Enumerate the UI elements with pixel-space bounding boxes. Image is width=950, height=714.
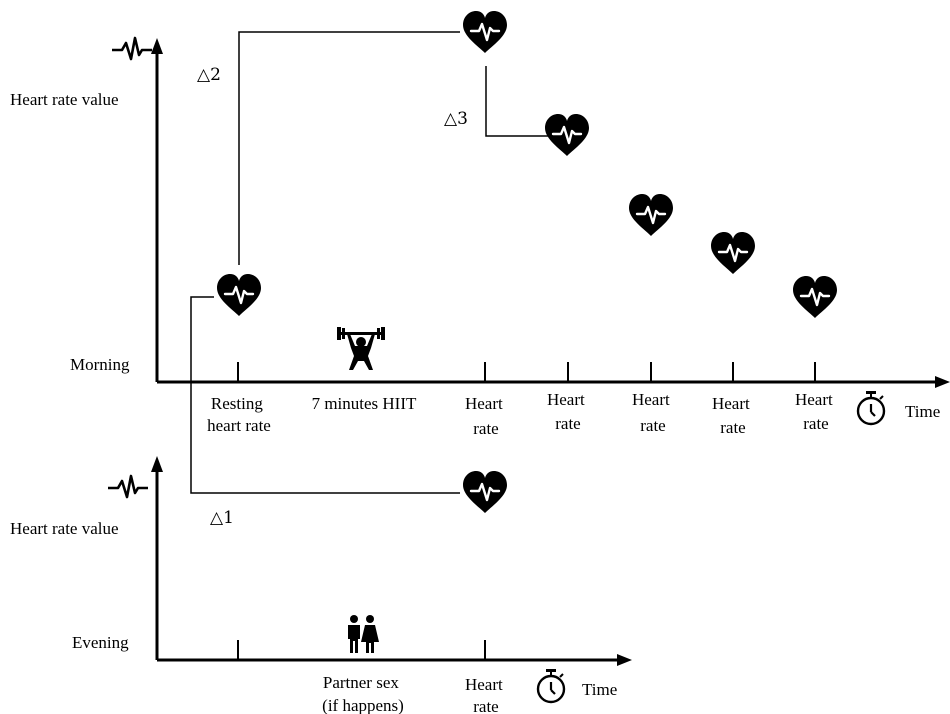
x-label-evening-heart-rate: Heart rate [465,675,507,714]
bottom-time-label: Time [582,680,617,699]
heart-icon-recovery-3 [709,230,757,276]
delta1-connector [190,296,460,494]
heart-icon-evening [461,469,509,515]
x-label-hiit: 7 minutes HIIT [312,394,417,413]
morning-label: Morning [70,355,130,374]
top-x-ticks [237,362,816,382]
delta2-connector [238,31,460,265]
stopwatch-icon [536,667,566,704]
x-label-resting: Resting heart rate [207,394,271,435]
couple-icon [348,615,379,653]
delta2-label: △2 [197,65,221,85]
heart-icon-recovery-1 [543,112,591,158]
x-label-heart-rate-3: Heart rate [632,390,674,435]
bottom-x-axis-arrow [617,654,632,666]
x-label-heart-rate-5: Heart rate [795,390,837,433]
delta1-label: △1 [210,508,234,528]
stopwatch-icon [856,389,886,426]
bottom-panel: Heart rate value Evening Partner sex (if… [10,456,632,714]
bottom-y-axis-arrow [151,456,163,472]
top-time-label: Time [905,402,940,421]
top-x-axis-arrow [935,376,950,388]
weightlifter-icon [337,327,385,370]
top-panel: Heart rate value Morning Resting heart r… [10,9,950,438]
evening-label: Evening [72,633,129,652]
heart-icon-resting [215,272,263,318]
top-y-axis-arrow [151,38,163,54]
delta3-connector [485,66,548,137]
heart-icon-peak [461,9,509,55]
x-label-heart-rate-1: Heart rate [465,394,507,438]
x-label-heart-rate-2: Heart rate [547,390,589,433]
pulse-icon [110,36,154,61]
bottom-y-axis-label: Heart rate value [10,519,119,538]
heart-icon-recovery-2 [627,192,675,238]
heart-icon-recovery-4 [791,274,839,320]
delta3-label: △3 [444,109,468,129]
top-y-axis-label: Heart rate value [10,90,119,109]
x-label-partner-sex: Partner sex (if happens) [322,673,404,714]
pulse-icon [106,474,150,499]
x-label-heart-rate-4: Heart rate [712,394,754,437]
